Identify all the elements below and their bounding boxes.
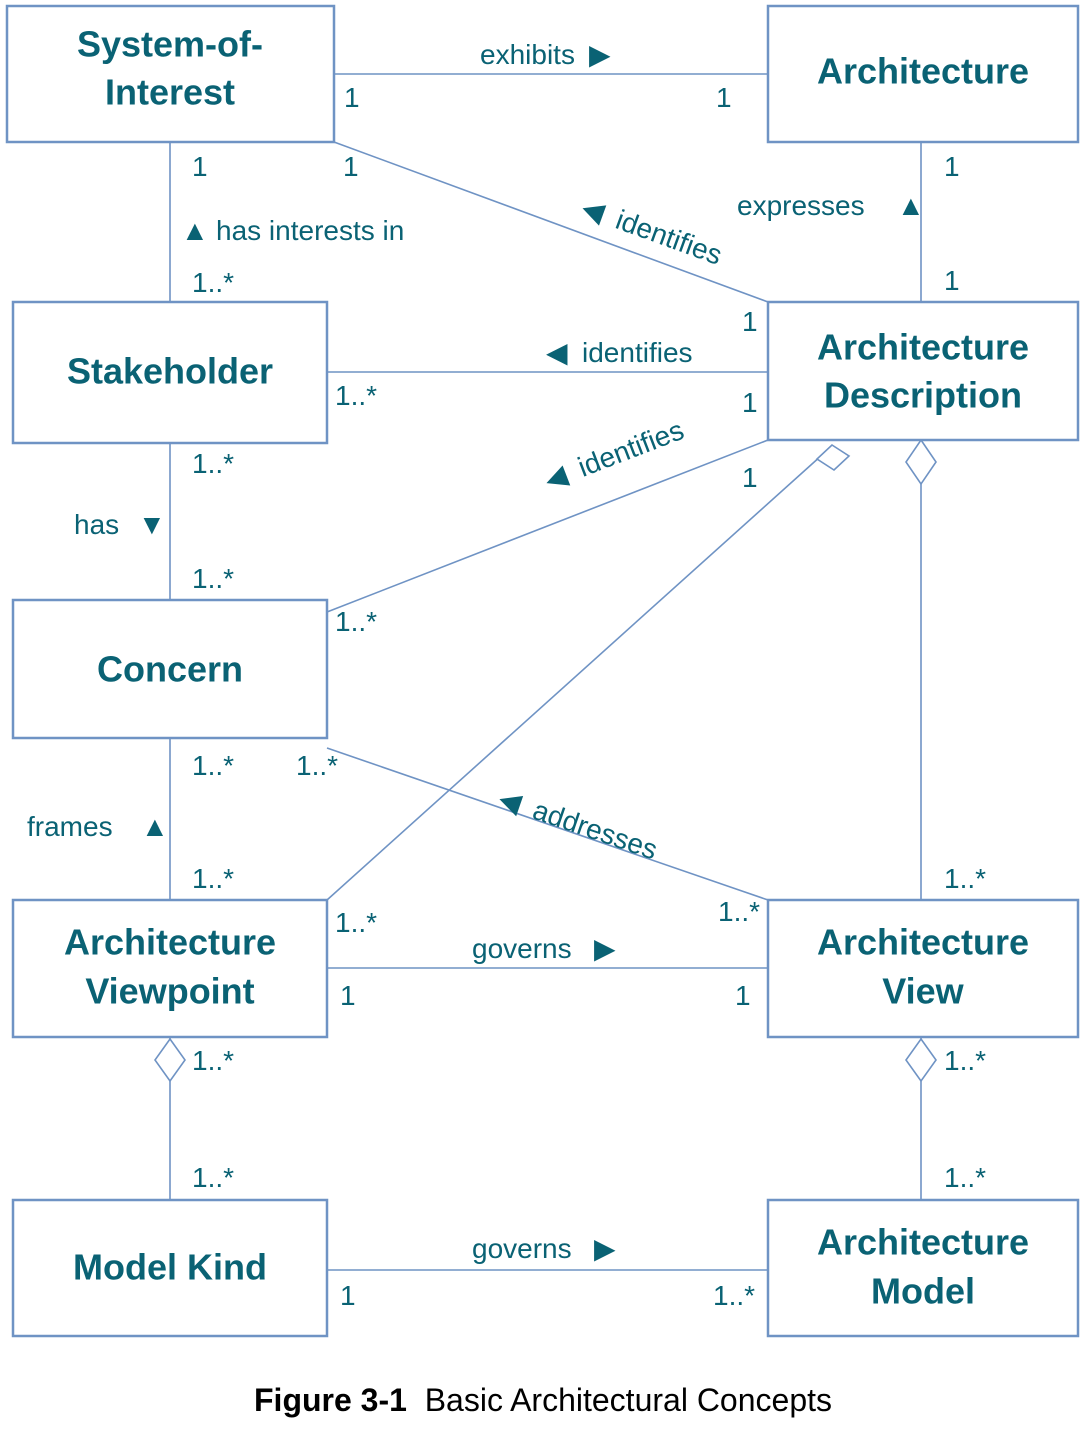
class-name-line2: Viewpoint xyxy=(85,971,254,1012)
class-name-line1: Model Kind xyxy=(73,1247,267,1288)
aggregation-diamond-ad-viewpoint xyxy=(815,443,851,472)
class-box-rect xyxy=(11,898,329,1039)
class-box-rect xyxy=(11,1198,329,1338)
identifies-stakeholder-direction-icon: ◀ xyxy=(546,337,568,368)
mult-model-of-view: 1..* xyxy=(944,1162,986,1193)
mult-ad-identifies-concern: 1 xyxy=(742,462,758,493)
mult-stakeholder-identified: 1..* xyxy=(335,380,377,411)
relationship-label-governs-modelkind-model: governs xyxy=(472,1233,572,1264)
relationship-label-has-interests-in: has interests in xyxy=(216,215,404,246)
class-name-line1: Architecture xyxy=(817,327,1029,368)
class-box-rect xyxy=(5,4,336,144)
class-name-line2: Interest xyxy=(105,72,235,113)
class-box-architecture-model[interactable]: Architecture Model xyxy=(766,1198,1080,1338)
mult-viewpoint-frames: 1..* xyxy=(192,863,234,894)
class-box-rect xyxy=(766,1198,1080,1338)
mult-concern-framed: 1..* xyxy=(192,750,234,781)
class-box-stakeholder[interactable]: Stakeholder xyxy=(11,300,329,445)
addresses-direction-icon: ◀ xyxy=(495,782,526,818)
mult-ad-identifies-soi: 1 xyxy=(742,306,758,337)
mult-view-has-model: 1..* xyxy=(944,1045,986,1076)
relationship-label-has: has xyxy=(74,509,119,540)
mult-ad-identifies-stakeholder: 1 xyxy=(742,387,758,418)
class-box-architecture-view[interactable]: Architecture View xyxy=(766,898,1080,1039)
class-name-line1: Stakeholder xyxy=(67,351,273,392)
mult-arch-exhibited-by: 1 xyxy=(716,82,732,113)
has-interests-in-direction-icon: ▲ xyxy=(181,215,209,246)
mult-model-governed: 1..* xyxy=(713,1280,755,1311)
relationship-label-exhibits: exhibits xyxy=(480,39,575,70)
relationship-label-expresses: expresses xyxy=(737,190,865,221)
mult-modelkind-governs: 1 xyxy=(340,1280,356,1311)
figure-caption: Figure 3-1 Basic Architectural Concepts xyxy=(0,1382,1086,1419)
class-box-architecture-description[interactable]: Architecture Description xyxy=(766,300,1080,442)
mult-ad-expressed: 1 xyxy=(944,265,960,296)
class-box-rect xyxy=(766,898,1080,1039)
line-identifies-concern xyxy=(326,439,769,613)
class-box-rect xyxy=(766,4,1080,144)
mult-viewpoint-governs: 1 xyxy=(340,980,356,1011)
mult-stakeholder-has: 1..* xyxy=(192,448,234,479)
class-box-system-of-interest[interactable]: System-of- Interest xyxy=(5,4,336,144)
relationship-label-identifies-concern: identifies xyxy=(574,414,688,483)
figure-title: Basic Architectural Concepts xyxy=(424,1382,832,1418)
mult-stakeholder-of-soi: 1..* xyxy=(192,267,234,298)
aggregation-diamond-view-model xyxy=(905,1037,937,1083)
mult-soi-identified-by: 1 xyxy=(343,151,359,182)
governs-viewpoint-view-direction-icon: ▶ xyxy=(594,933,616,964)
figure-number: Figure 3-1 xyxy=(254,1382,407,1418)
mult-concern-of-stakeholder: 1..* xyxy=(192,563,234,594)
aggregation-diamond-ad-view xyxy=(905,438,937,486)
class-name-line1: Architecture xyxy=(817,51,1029,92)
mult-soi-exhibits: 1 xyxy=(344,82,360,113)
has-direction-icon: ▼ xyxy=(138,509,166,540)
line-ad-aggregates-viewpoint xyxy=(326,454,823,901)
mult-view-governed: 1 xyxy=(735,980,751,1011)
mult-view-addresses: 1..* xyxy=(718,896,760,927)
mult-concern-addressed: 1..* xyxy=(296,750,338,781)
relationship-label-identifies-stakeholder: identifies xyxy=(582,337,693,368)
class-box-architecture-viewpoint[interactable]: Architecture Viewpoint xyxy=(11,898,329,1039)
class-name-line1: Concern xyxy=(97,649,243,690)
class-name-line1: System-of- xyxy=(77,24,263,65)
class-box-rect xyxy=(11,598,329,740)
relationship-label-governs-viewpoint-view: governs xyxy=(472,933,572,964)
line-identifies-soi xyxy=(333,141,769,303)
class-name-line1: Architecture xyxy=(64,922,276,963)
mult-viewpoint-of-ad: 1..* xyxy=(335,907,377,938)
mult-soi-has-interests: 1 xyxy=(192,151,208,182)
expresses-direction-icon: ▲ xyxy=(897,190,925,221)
mult-concern-identified: 1..* xyxy=(335,606,377,637)
mult-view-of-ad: 1..* xyxy=(944,863,986,894)
class-name-line1: Architecture xyxy=(817,922,1029,963)
governs-modelkind-model-direction-icon: ▶ xyxy=(594,1233,616,1264)
class-box-rect xyxy=(11,300,329,445)
line-addresses xyxy=(326,747,769,901)
mult-viewpoint-has-modelkind: 1..* xyxy=(192,1045,234,1076)
class-box-concern[interactable]: Concern xyxy=(11,598,329,740)
relationship-label-identifies-soi: identifies xyxy=(612,204,726,271)
relationship-label-frames: frames xyxy=(27,811,113,842)
class-box-model-kind[interactable]: Model Kind xyxy=(11,1198,329,1338)
identifies-soi-direction-icon: ◀ xyxy=(578,192,609,229)
class-box-architecture[interactable]: Architecture xyxy=(766,4,1080,144)
class-name-line2: Model xyxy=(871,1271,975,1312)
mult-modelkind-of-viewpoint: 1..* xyxy=(192,1162,234,1193)
class-name-line1: Architecture xyxy=(817,1222,1029,1263)
identifies-concern-direction-icon: ◀ xyxy=(540,459,572,496)
relationship-label-addresses: addresses xyxy=(529,794,661,865)
mult-arch-expresses: 1 xyxy=(944,151,960,182)
frames-direction-icon: ▲ xyxy=(141,811,169,842)
exhibits-direction-icon: ▶ xyxy=(589,39,611,70)
class-name-line2: View xyxy=(882,971,964,1012)
class-name-line2: Description xyxy=(824,375,1022,416)
aggregation-diamond-viewpoint-modelkind xyxy=(154,1037,186,1083)
class-box-rect xyxy=(766,300,1080,442)
